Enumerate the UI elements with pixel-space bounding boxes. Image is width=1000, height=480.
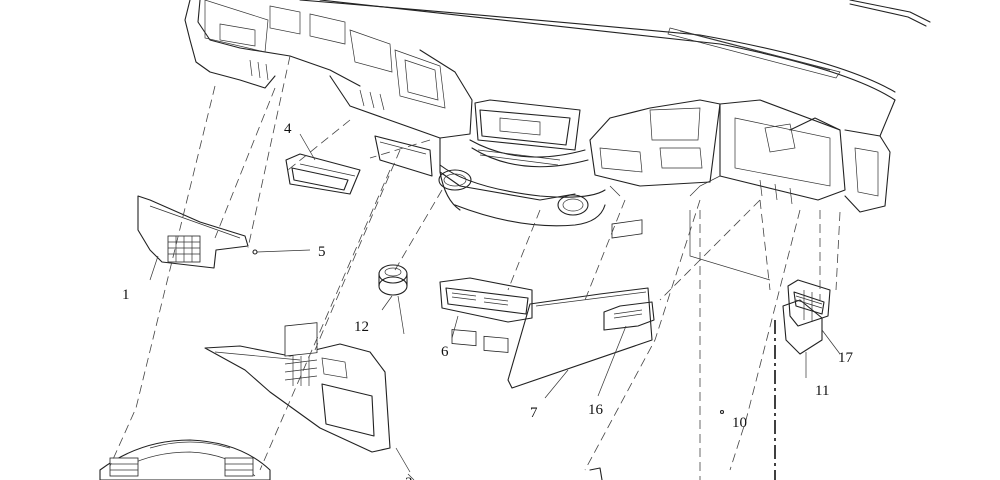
part-7-glovebox-panel	[507, 287, 653, 389]
callout-10: 10	[732, 415, 747, 431]
callout-3: 3	[405, 475, 413, 480]
part-4-bezel	[285, 133, 361, 195]
callout-11: 11	[815, 383, 829, 399]
callout-12: 12	[354, 319, 369, 335]
part-16-right-vent	[597, 219, 655, 397]
part-5-clip	[252, 249, 311, 255]
part-10-marker	[689, 210, 771, 415]
callout-7: 7	[530, 405, 538, 421]
explosion-lines	[109, 55, 841, 480]
part-12-knob	[378, 264, 408, 335]
part-11-side-bracket	[782, 299, 823, 378]
leader-7	[544, 369, 569, 399]
callout-6: 6	[441, 344, 449, 360]
callout-4: 4	[284, 121, 292, 137]
part-1-left-lower-panel	[137, 195, 249, 281]
bottom-clip	[407, 467, 603, 480]
callout-5: 5	[318, 244, 326, 260]
callouts: 1 3 4 5 6 7 10 11 12 16 17	[122, 121, 854, 480]
instrument-cluster-bezel	[99, 439, 271, 480]
callout-1: 1	[122, 287, 130, 303]
dashboard-main-body	[184, 0, 931, 227]
part-6-center-vent	[439, 277, 533, 353]
callout-17: 17	[838, 350, 854, 366]
part-17-side-vent	[787, 279, 841, 355]
part-3-lower-panel	[204, 322, 411, 473]
callout-16: 16	[588, 402, 604, 418]
